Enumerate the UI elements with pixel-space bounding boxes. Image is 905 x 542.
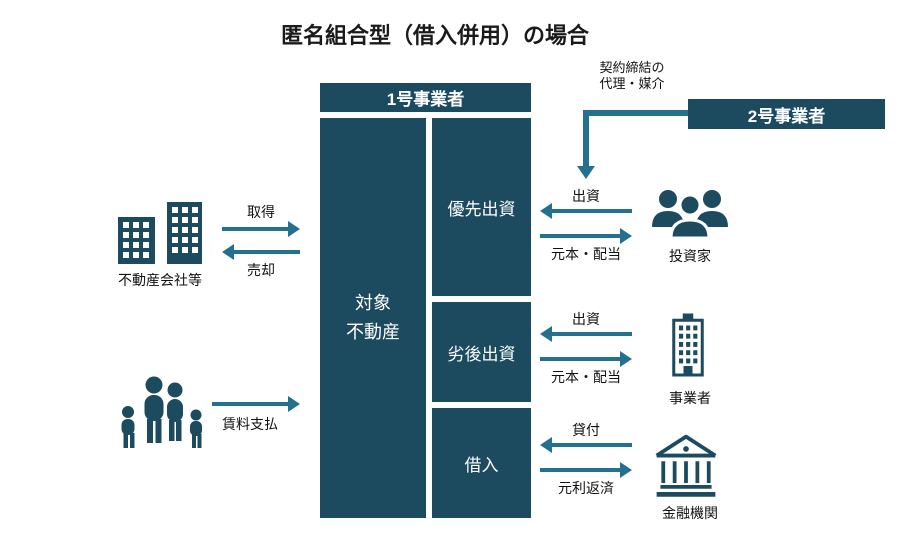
subordinated-investment-box: 劣後出資 [432, 302, 531, 402]
investor-inflow-arrow [540, 203, 632, 219]
operator-outflow-label: 元本・配当 [551, 369, 621, 385]
sell-arrow [222, 244, 300, 260]
agency-arrow-head [577, 166, 595, 179]
bank-inflow-label: 貸付 [572, 422, 600, 438]
operator1-box: 1号事業者 [320, 83, 531, 112]
agency-arrow-vertical [583, 110, 589, 166]
operator-inflow-label: 出資 [572, 311, 600, 327]
company-label: 不動産会社等 [118, 272, 202, 288]
rent-label: 賃料支払 [222, 416, 278, 432]
bank-outflow-label: 元利返済 [558, 480, 614, 496]
target-property-box: 対象 不動産 [320, 118, 426, 518]
investor-inflow-label: 出資 [572, 188, 600, 204]
sell-label: 売却 [247, 262, 275, 278]
agency-arrow-horizontal [583, 110, 688, 116]
bank-label: 金融機関 [662, 505, 718, 521]
buildings-icon [114, 200, 208, 269]
bank-columns-icon [650, 430, 722, 507]
family-icon [114, 374, 208, 459]
investor-outflow-arrow [540, 228, 632, 244]
bank-outflow-arrow [540, 462, 632, 478]
operator2-box: 2号事業者 [688, 99, 885, 129]
page-title: 匿名組合型（借入併用）の場合 [280, 23, 589, 48]
operator-outflow-arrow [540, 351, 632, 367]
priority-investment-box: 優先出資 [432, 118, 531, 296]
people-group-icon [648, 184, 732, 253]
office-building-icon [664, 302, 712, 393]
acquire-arrow [222, 221, 300, 237]
agency-note: 契約締結の 代理・媒介 [599, 60, 665, 92]
investor-outflow-label: 元本・配当 [551, 246, 621, 262]
acquire-label: 取得 [247, 204, 275, 220]
operator-inflow-arrow [540, 326, 632, 342]
investors-label: 投資家 [669, 248, 711, 264]
operator-label: 事業者 [669, 390, 711, 406]
bank-inflow-arrow [540, 437, 632, 453]
rent-arrow [212, 396, 300, 412]
borrowing-box: 借入 [432, 408, 531, 518]
